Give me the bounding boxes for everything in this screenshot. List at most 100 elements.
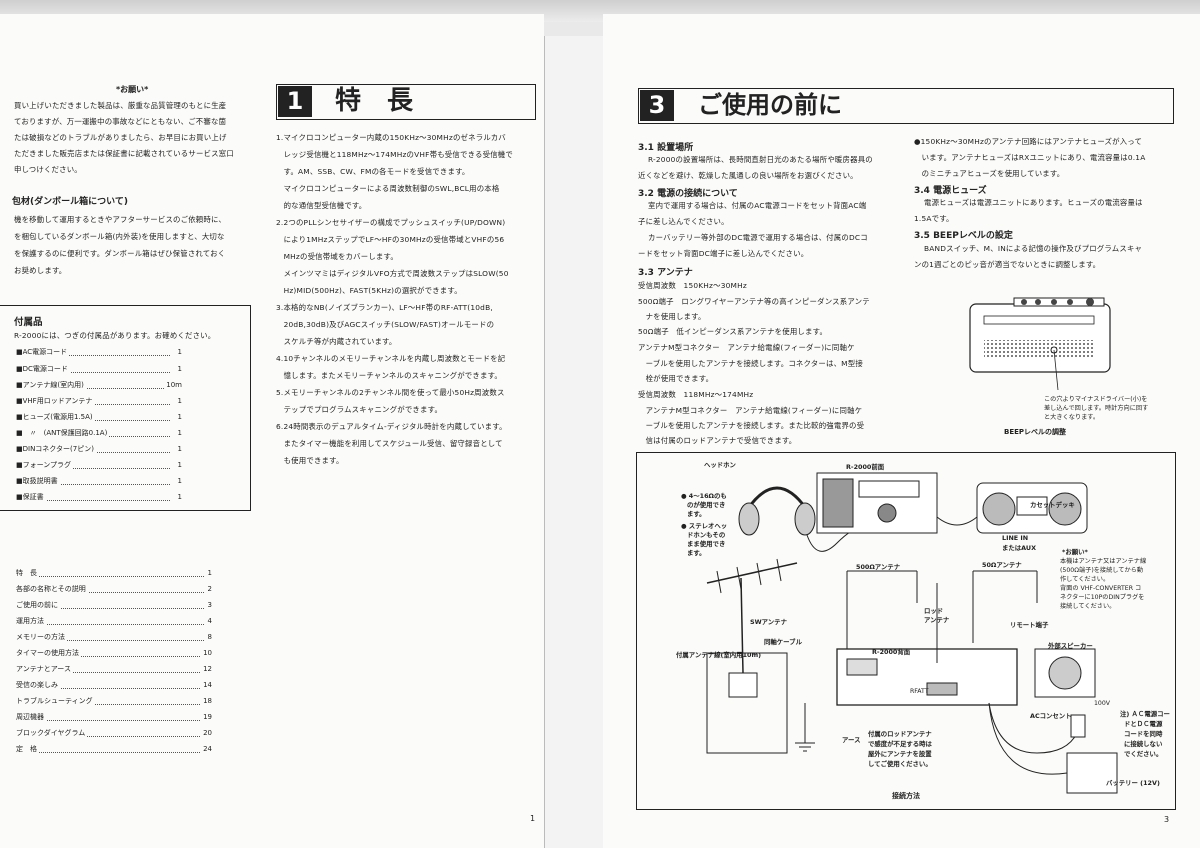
beep-radio-illustration xyxy=(969,297,1111,391)
s34-title: 3.4 電源ヒューズ xyxy=(914,186,987,196)
diag-note-ac: に接続しない xyxy=(1124,740,1163,748)
feature-line: 憶します。またメモリーチャンネルのスキャニングができます。 xyxy=(276,371,503,380)
s31-line: 近くなどを避け、乾燥した風通しの良い場所をお選びください。 xyxy=(638,171,858,180)
diag-ant500: 500Ωアンテナ xyxy=(856,563,901,571)
feature-line: 5.メモリーチャンネルの2チャンネル間を使って最小50Hz周波数ス xyxy=(276,388,505,397)
feature-line: も使用できます。 xyxy=(276,456,344,465)
s33-line: アンテナM型コネクター アンテナ給電線(フィーダー)に同軸ケ xyxy=(638,343,855,352)
feature-line: メインツマミはディジタルVFO方式で周波数ステップはSLOW(50 xyxy=(276,269,509,278)
diag-headphone-note: ● ステレオヘッ xyxy=(681,522,728,530)
feature-line: スケルチ等が内蔵されています。 xyxy=(276,337,397,346)
s34-line: 電源ヒューズは電源ユニットにあります。ヒューズの電流容量は xyxy=(924,198,1143,207)
accessories-intro: R-2000には、つぎの付属品があります。お確めください。 xyxy=(14,331,216,340)
s34-line: 1.5Aです。 xyxy=(914,214,954,223)
feature-line: MHzの受信帯域をカバーします。 xyxy=(276,252,398,261)
diag-line-in: LINE IN xyxy=(1002,534,1029,542)
beep-note-line: と大きくなります。 xyxy=(1044,414,1100,421)
feature-line: 3.本格的なNB(ノイズブランカー)、LF～HF帯のRF-ATT(10dB, xyxy=(276,303,493,312)
beep-caption: BEEPレベルの調整 xyxy=(1004,428,1067,436)
s32-line: カーバッテリー等外部のDC電源で運用する場合は、付属のDCコ xyxy=(648,233,868,242)
packing-line: を保護するのに便利です。ダンボール箱はぜひ保管されておく xyxy=(14,249,226,258)
accessory-item: ■DINコネクター(7ピン)1 xyxy=(16,445,182,453)
feature-line: す。AM、SSB、CW、FMの各モードを受信できます。 xyxy=(276,167,470,176)
notice-line: ておりますが、万一運搬中の事故などにともない、ご不審な箇 xyxy=(14,117,227,126)
packing-line: を梱包しているダンボール箱(内外装)を使用しますと、大切な xyxy=(14,232,225,241)
diag-rear: R-2000背面 xyxy=(872,648,911,656)
s32-title: 3.2 電源の接続について xyxy=(638,189,738,199)
s33-line: ーブルを使用したアンテナを接続します。コネクターは、M型接 xyxy=(638,359,863,368)
s32-line: 子に差し込んでください。 xyxy=(638,217,729,226)
beep-note-line: この穴よりマイナスドライバー(小)を xyxy=(1044,396,1148,403)
diag-100v: 100V xyxy=(1094,700,1111,707)
page-number-right: 3 xyxy=(1164,815,1170,824)
section3-number: 3 xyxy=(640,90,674,121)
diag-ant50: 50Ωアンテナ xyxy=(982,561,1022,569)
feature-line: 20dB,30dB)及びAGCスイッチ(SLOW/FAST)オールモードの xyxy=(276,320,495,329)
feature-line: 2.2つのPLLシンセサイザーの構成でプッシュスイッチ(UP/DOWN) xyxy=(276,218,506,227)
diag-rod-note: 屋外にアンテナを設置 xyxy=(868,750,932,758)
section1-number: 1 xyxy=(278,86,312,117)
accessory-item: ■ヒューズ(電源用1.5A)1 xyxy=(16,413,182,421)
feature-line: Hz)MID(500Hz)、FAST(5KHz)の選択ができます。 xyxy=(276,286,462,295)
s35-title: 3.5 BEEPレベルの設定 xyxy=(914,231,1013,241)
section1-title: 特 長 xyxy=(335,86,414,116)
diag-onegai-note: 背面の VHF-CONVERTER コ xyxy=(1060,585,1142,592)
diag-caption: 接続方法 xyxy=(892,792,920,800)
s33-line: 受信周波数 118MHz～174MHz xyxy=(638,390,754,399)
diag-onegai-note: 本機はアンテナ又はアンテナ線 xyxy=(1060,558,1147,565)
s33-line: 受信周波数 150KHz～30MHz xyxy=(638,281,747,290)
packing-title: 包材(ダンボール箱について) xyxy=(12,197,128,207)
diag-front: R-2000前面 xyxy=(846,463,885,471)
accessories-title: 付属品 xyxy=(14,317,43,328)
connection-diagram-frame xyxy=(636,452,1176,810)
s33-line: ナを使用します。 xyxy=(638,312,706,321)
right-page xyxy=(603,14,1200,848)
diag-headphone-note: ● 4～16Ωのも xyxy=(681,492,727,500)
s33-line: 栓が使用できます。 xyxy=(638,374,714,383)
page-gutter xyxy=(544,36,605,848)
s33-title: 3.3 アンテナ xyxy=(638,268,693,278)
diag-cassette: カセットデッキ xyxy=(1030,501,1075,509)
diag-note-ac: でください。 xyxy=(1124,750,1163,758)
diag-onegai-note: (500Ω端子)を接続してから動 xyxy=(1060,567,1144,574)
fuse-note-line: ●150KHz～30MHzのアンテナ回路にはアンテナヒューズが入って xyxy=(914,137,1143,146)
packing-line: お奨めします。 xyxy=(14,266,67,275)
diag-rod2: アンテナ xyxy=(924,616,950,624)
diag-onegai-note: ネクターに10PのDINプラグを xyxy=(1060,594,1145,601)
diag-note-ac: コードを同時 xyxy=(1124,730,1163,738)
packing-line: 機を移動して運用するときやアフターサービスのご依頼時に、 xyxy=(14,215,226,224)
diag-headphone-note: ます。 xyxy=(687,510,706,518)
s32-line: 室内で運用する場合は、付属のAC電源コードをセット背面AC端 xyxy=(648,201,867,210)
section3-title: ご使用の前に xyxy=(698,91,842,119)
diag-coax: 同軸ケーブル xyxy=(764,638,802,646)
feature-line: 的な通信型受信機です。 xyxy=(276,201,367,210)
diag-ext-speaker: 外部スピーカー xyxy=(1048,642,1093,650)
diag-indoor-ant: 付属アンテナ線(室内用10m) xyxy=(676,651,762,659)
accessory-item: ■アンテナ線(室内用)10m xyxy=(16,381,182,389)
accessories-box xyxy=(0,305,251,511)
diag-headphone-note: のが使用でき xyxy=(687,501,726,509)
diag-headphone-note: ます。 xyxy=(687,549,706,557)
connection-diagram xyxy=(706,472,1118,794)
diag-rod: ロッド xyxy=(924,607,944,615)
diag-remote: リモート端子 xyxy=(1010,621,1049,629)
diag-headphone-note: ドホンもその xyxy=(687,531,726,539)
feature-line: レッジ受信機と118MHz～174MHzのVHF帯も受信できる受信機で xyxy=(276,150,513,159)
diag-onegai: *お願い* xyxy=(1062,548,1088,556)
s33-line: ーブルを使用したアンテナを接続します。また比較的強電界の受 xyxy=(638,421,865,430)
section3-header-frame xyxy=(638,88,1174,124)
feature-line: またタイマー機能を利用してスケジュール受信、留守録音として xyxy=(276,439,503,448)
s31-line: R-2000の設置場所は、長時間直射日光のあたる場所や暖房器具の xyxy=(648,155,873,164)
